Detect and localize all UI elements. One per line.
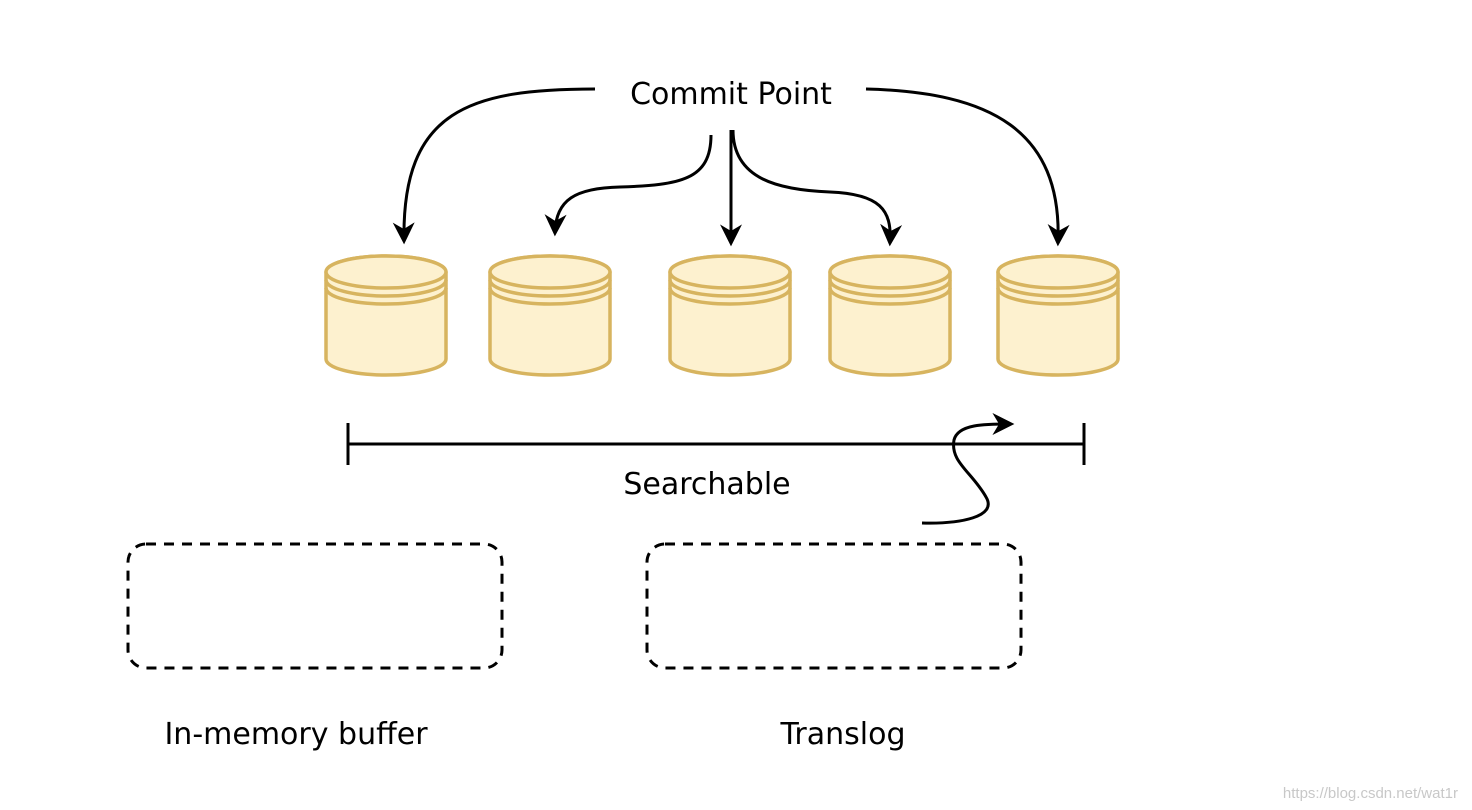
- in-memory-buffer-box: [126, 542, 504, 670]
- segment-top: [324, 254, 448, 290]
- commit-arrow-1: [392, 87, 596, 245]
- searchable-label: Searchable: [623, 467, 790, 502]
- segment-top: [996, 254, 1120, 290]
- commit-point-label: Commit Point: [630, 77, 832, 112]
- commit-arrow-5: [865, 87, 1070, 247]
- segment-ring-2: [324, 287, 448, 306]
- segment-4: [828, 254, 952, 377]
- segment-ring-2: [996, 287, 1120, 306]
- commit-arrow-2: [544, 134, 713, 237]
- segments-group: [324, 254, 1120, 377]
- segment-5: [996, 254, 1120, 377]
- watermark-text: https://blog.csdn.net/wat1r: [1283, 785, 1458, 802]
- segment-top: [488, 254, 612, 290]
- segment-ring-1: [324, 279, 448, 298]
- segment-ring-1: [996, 279, 1120, 298]
- segment-ring-2: [488, 287, 612, 306]
- segment-ring-1: [668, 279, 792, 298]
- translog-to-searchable-arrow: [921, 413, 1015, 525]
- translog-box: [645, 542, 1023, 670]
- searchable-range: [346, 423, 1086, 465]
- segment-top: [668, 254, 792, 290]
- commit-arrows: [392, 87, 1070, 247]
- segment-1: [324, 254, 448, 377]
- in-memory-buffer-label: In-memory buffer: [164, 717, 428, 752]
- segment-ring-2: [828, 287, 952, 306]
- segment-ring-1: [488, 279, 612, 298]
- translog-label: Translog: [779, 717, 905, 752]
- segment-ring-1: [828, 279, 952, 298]
- segment-ring-2: [668, 287, 792, 306]
- segment-2: [488, 254, 612, 377]
- commit-arrow-4: [731, 129, 903, 247]
- segment-top: [828, 254, 952, 290]
- segment-3: [668, 254, 792, 377]
